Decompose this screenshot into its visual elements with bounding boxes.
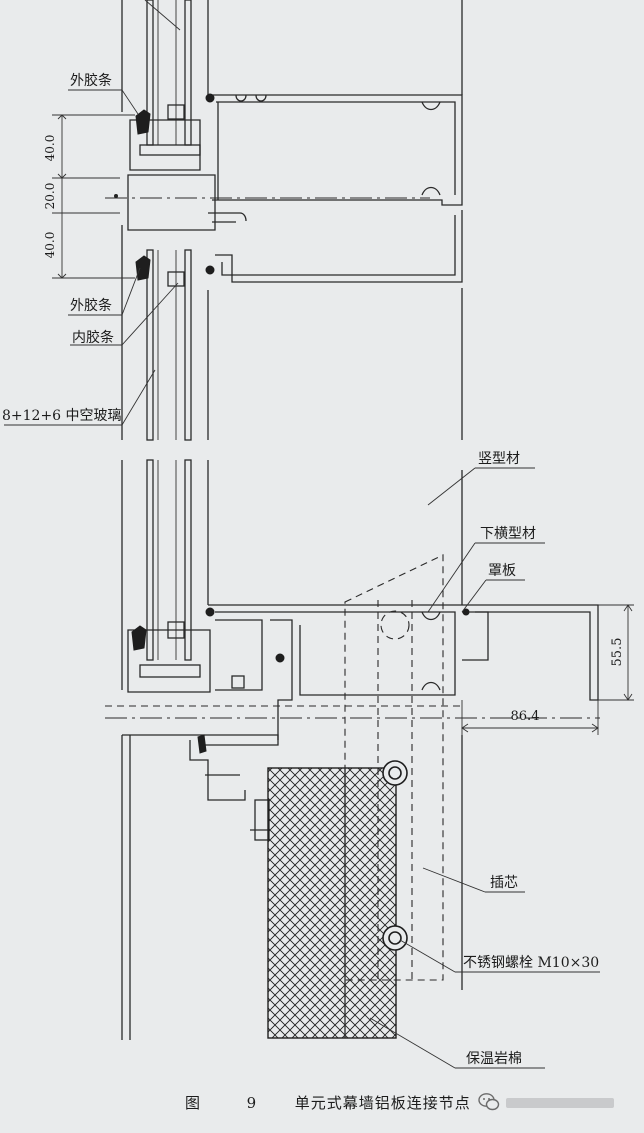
upper-transom-profile [127, 94, 463, 231]
upper-leaders [4, 89, 179, 426]
centerline-dot [114, 194, 118, 198]
upper-frame-lines [121, 0, 463, 440]
figure-title: 单元式幕墙铝板连接节点 [294, 1094, 471, 1112]
label-bolt: 不锈钢螺栓 M10×30 [463, 955, 599, 971]
label-insert-core: 插芯 [490, 875, 518, 891]
label-outer-gasket: 外胶条 [70, 297, 112, 314]
wechat-icon [478, 1093, 500, 1111]
label-vertical-profile: 竖型材 [478, 451, 520, 467]
height-dimension [598, 604, 634, 701]
bolts [382, 760, 408, 951]
label-outer-gasket-top: 外胶条 [70, 72, 112, 89]
dim-40-top: 40.0 [43, 135, 57, 162]
lower-frame-lines [121, 460, 463, 1040]
label-cover-plate: 罩板 [488, 563, 516, 579]
lower-transom-profile [127, 604, 599, 740]
label-lower-transom: 下横型材 [480, 526, 536, 542]
label-glass: 8+12+6 中空玻璃 [2, 407, 122, 424]
dim-55-5: 55.5 [610, 638, 625, 667]
upper-gaskets [135, 93, 215, 281]
watermark-blur [506, 1098, 614, 1108]
upper-glass-panes [144, 0, 192, 441]
lower-glass-panes [146, 459, 192, 661]
label-insulation: 保温岩棉 [466, 1050, 522, 1067]
vertical-dimension-chain [52, 114, 135, 279]
watermark [478, 1090, 628, 1116]
figure-label: 图 [185, 1094, 202, 1112]
figure-number: 9 [246, 1094, 258, 1112]
figure-caption: 图 9 单元式幕墙铝板连接节点 [185, 1092, 471, 1113]
upper-unit-lower-profile [167, 210, 463, 287]
insulation-block [267, 767, 397, 1039]
lower-panel-profile [122, 734, 279, 841]
label-inner-gasket: 内胶条 [72, 329, 114, 346]
dim-40-bottom: 40.0 [43, 232, 57, 259]
dim-20: 20.0 [43, 183, 57, 210]
lower-gaskets [131, 607, 470, 663]
width-dimension [461, 700, 599, 735]
lower-leaders [369, 467, 600, 1069]
dim-86-4: 86.4 [511, 709, 540, 724]
